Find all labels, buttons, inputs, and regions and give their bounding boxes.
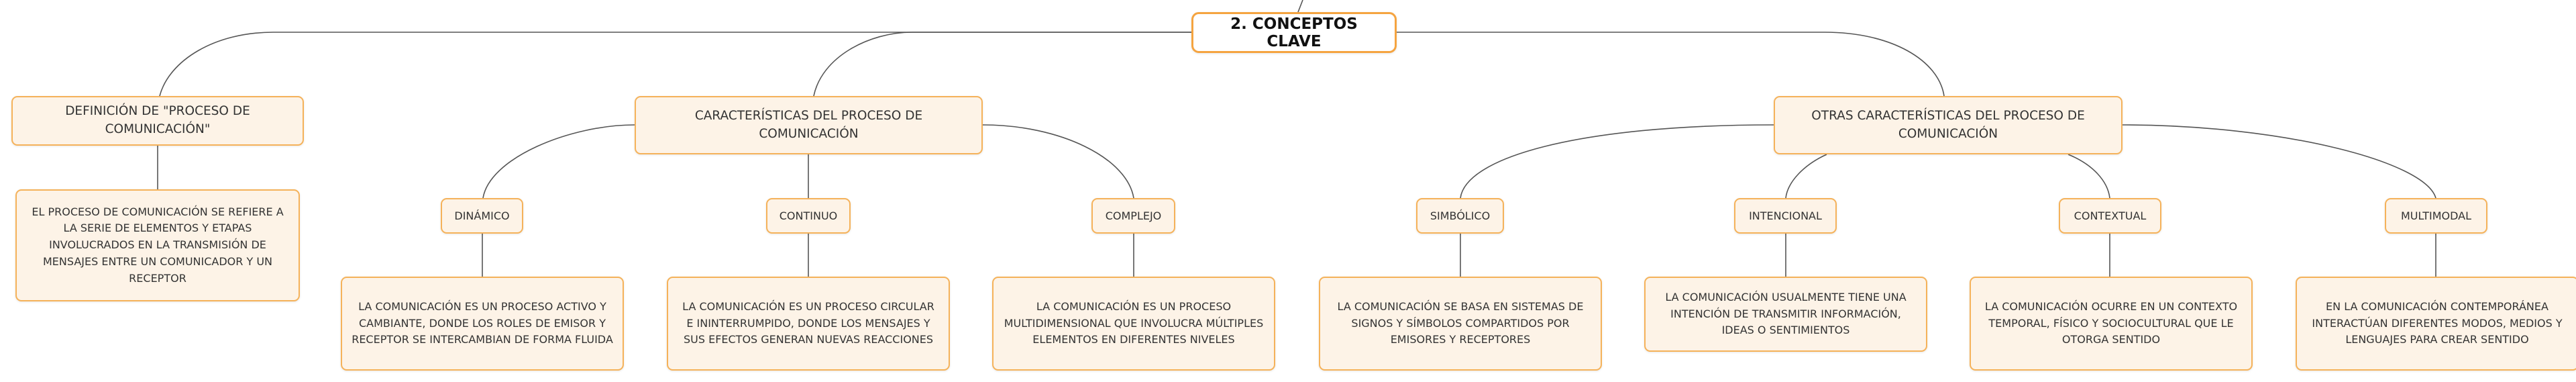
complejo-text: LA COMUNICACIÓN ES UN PROCESO MULTIDIMEN…	[1004, 299, 1264, 346]
simbolico-description[interactable]: LA COMUNICACIÓN SE BASA EN SISTEMAS DE S…	[1319, 277, 1602, 371]
definition-description[interactable]: EL PROCESO DE COMUNICACIÓN SE REFIERE A …	[15, 189, 300, 301]
connector-root-to-offcanvas-parent	[1297, 0, 1303, 13]
intencional-text: LA COMUNICACIÓN USUALMENTE TIENE UNA INT…	[1665, 290, 1907, 337]
complejo-node[interactable]: COMPLEJO	[1091, 198, 1175, 234]
multimodal-node[interactable]: MULTIMODAL	[2385, 198, 2487, 234]
other-characteristics-node[interactable]: OTRAS CARACTERÍSTICAS DEL PROCESO DE COM…	[1774, 96, 2123, 154]
intencional-node[interactable]: INTENCIONAL	[1734, 198, 1837, 234]
definition-text: EL PROCESO DE COMUNICACIÓN SE REFIERE A …	[32, 205, 284, 285]
intencional-label: INTENCIONAL	[1749, 209, 1822, 222]
dinamico-label: DINÁMICO	[454, 209, 510, 222]
connector-other-to-multimodal	[2122, 124, 2436, 199]
complejo-description[interactable]: LA COMUNICACIÓN ES UN PROCESO MULTIDIMEN…	[992, 277, 1275, 371]
contextual-description[interactable]: LA COMUNICACIÓN OCURRE EN UN CONTEXTO TE…	[1970, 277, 2253, 371]
continuo-label: CONTINUO	[779, 209, 838, 222]
characteristics-node[interactable]: CARACTERÍSTICAS DEL PROCESO DE COMUNICAC…	[635, 96, 983, 154]
multimodal-description[interactable]: EN LA COMUNICACIÓN CONTEMPORÁNEA INTERAC…	[2296, 277, 2576, 371]
connector-root-to-other	[1397, 32, 1945, 97]
multimodal-text: EN LA COMUNICACIÓN CONTEMPORÁNEA INTERAC…	[2312, 299, 2563, 346]
contextual-label: CONTEXTUAL	[2074, 209, 2147, 222]
connector-characteristics-to-dinamico	[482, 124, 635, 199]
simbolico-node[interactable]: SIMBÓLICO	[1416, 198, 1504, 234]
root-node[interactable]: 2. CONCEPTOS CLAVE	[1191, 12, 1397, 53]
definition-title: DEFINICIÓN DE "PROCESO DE COMUNICACIÓN"	[65, 104, 250, 136]
connector-other-to-simbolico	[1460, 124, 1774, 199]
dinamico-description[interactable]: LA COMUNICACIÓN ES UN PROCESO ACTIVO Y C…	[341, 277, 624, 371]
connector-other-to-intencional	[1785, 154, 1827, 199]
complejo-label: COMPLEJO	[1105, 209, 1162, 222]
multimodal-label: MULTIMODAL	[2400, 209, 2471, 222]
continuo-description[interactable]: LA COMUNICACIÓN ES UN PROCESO CIRCULAR E…	[667, 277, 950, 371]
continuo-node[interactable]: CONTINUO	[766, 198, 851, 234]
connector-root-to-definition	[159, 32, 1191, 97]
intencional-description[interactable]: LA COMUNICACIÓN USUALMENTE TIENE UNA INT…	[1644, 277, 1927, 352]
dinamico-text: LA COMUNICACIÓN ES UN PROCESO ACTIVO Y C…	[352, 299, 613, 346]
simbolico-text: LA COMUNICACIÓN SE BASA EN SISTEMAS DE S…	[1337, 299, 1584, 346]
connector-characteristics-to-complejo	[982, 124, 1134, 199]
contextual-text: LA COMUNICACIÓN OCURRE EN UN CONTEXTO TE…	[1984, 299, 2238, 346]
other-characteristics-title: OTRAS CARACTERÍSTICAS DEL PROCESO DE COM…	[1811, 108, 2085, 141]
contextual-node[interactable]: CONTEXTUAL	[2059, 198, 2161, 234]
definition-node[interactable]: DEFINICIÓN DE "PROCESO DE COMUNICACIÓN"	[11, 96, 304, 146]
dinamico-node[interactable]: DINÁMICO	[441, 198, 523, 234]
connector-root-to-characteristics	[813, 32, 1191, 97]
root-label: 2. CONCEPTOS CLAVE	[1230, 15, 1358, 50]
connector-other-to-contextual	[2068, 154, 2110, 199]
continuo-text: LA COMUNICACIÓN ES UN PROCESO CIRCULAR E…	[682, 299, 934, 346]
simbolico-label: SIMBÓLICO	[1430, 209, 1491, 222]
characteristics-title: CARACTERÍSTICAS DEL PROCESO DE COMUNICAC…	[694, 108, 923, 141]
